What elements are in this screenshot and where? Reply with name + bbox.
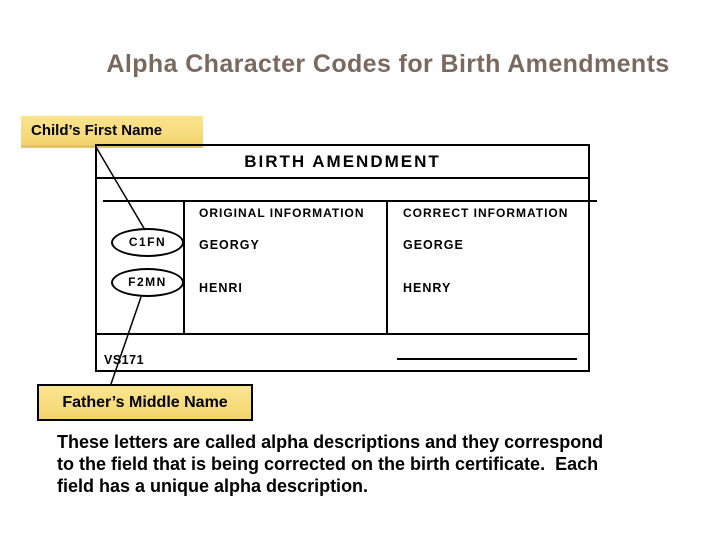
- column-divider-original-correct: [386, 200, 388, 335]
- rule-columns-top: [103, 200, 597, 202]
- original-value-row-2: HENRI: [199, 281, 243, 295]
- body-paragraph-line-1: These letters are called alpha descripti…: [57, 432, 604, 452]
- slide-title: Alpha Character Codes for Birth Amendmen…: [106, 50, 670, 78]
- rule-under-form-title: [95, 177, 590, 179]
- alpha-code-oval-f2mn: F2MN: [111, 268, 184, 297]
- correct-value-row-2: HENRY: [403, 281, 452, 295]
- body-paragraph: These letters are called alpha descripti…: [57, 431, 707, 497]
- column-divider-codes: [183, 200, 185, 335]
- birth-amendment-form-box: [95, 144, 590, 372]
- rule-columns-bottom: [95, 333, 590, 335]
- column-header-correct-information: CORRECT INFORMATION: [403, 206, 569, 220]
- form-title: BIRTH AMENDMENT: [244, 152, 441, 171]
- form-number: VS171: [104, 353, 145, 367]
- callout-father-middle-name: Father’s Middle Name: [37, 384, 253, 421]
- alpha-code-oval-c1fn: C1FN: [111, 228, 184, 257]
- correct-value-row-1: GEORGE: [403, 238, 464, 252]
- original-value-row-1: GEORGY: [199, 238, 260, 252]
- column-header-original-information: ORIGINAL INFORMATION: [199, 206, 365, 220]
- body-paragraph-line-3: field has a unique alpha description.: [57, 476, 369, 496]
- body-paragraph-line-2: to the field that is being corrected on …: [57, 454, 599, 474]
- callout-child-first-name: Child’s First Name: [21, 116, 203, 148]
- signature-line: [397, 358, 577, 360]
